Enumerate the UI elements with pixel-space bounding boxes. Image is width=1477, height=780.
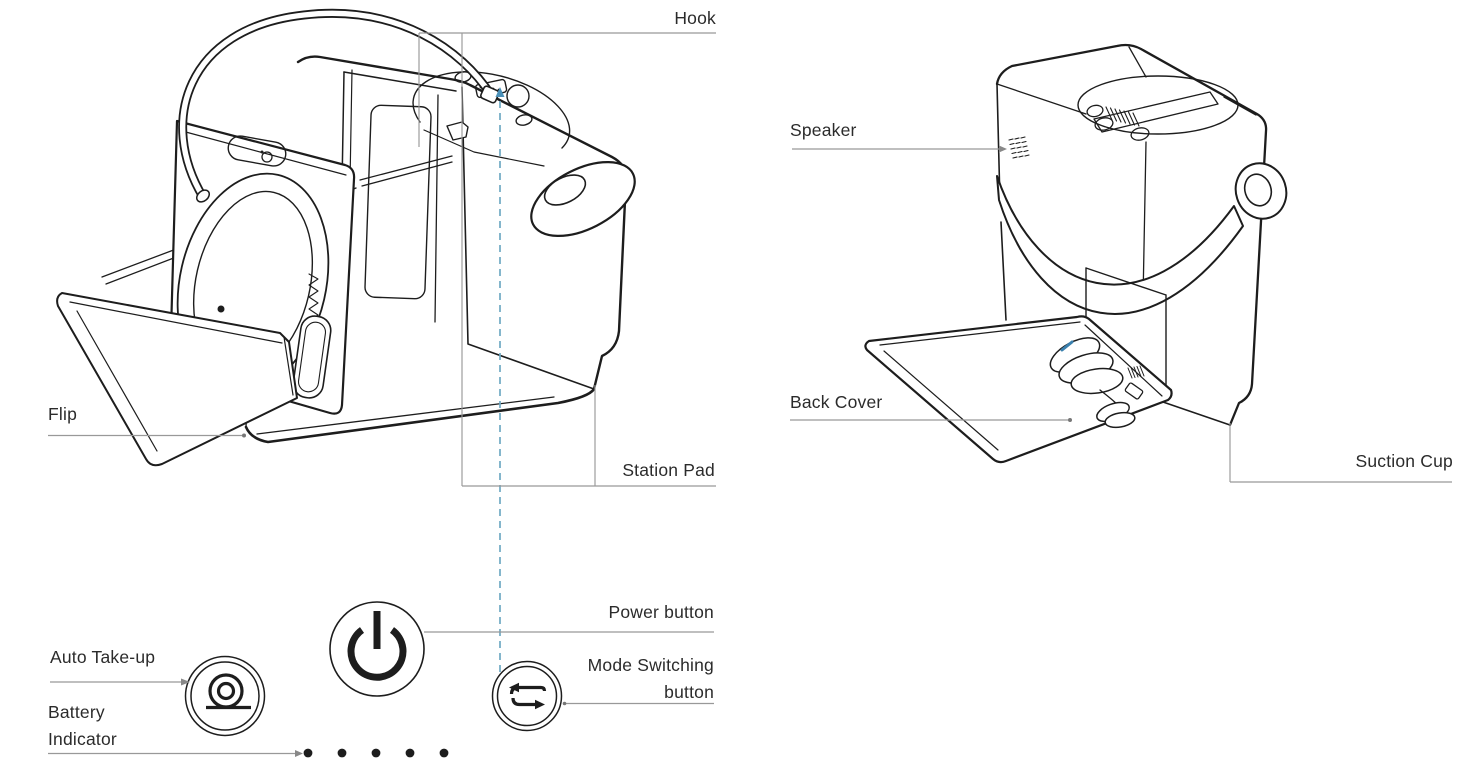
station-handle xyxy=(530,161,636,237)
suction-cup-label: Suction Cup xyxy=(1355,451,1453,471)
cable-tie-accent xyxy=(1060,340,1074,352)
suction-cup-callout-line xyxy=(1229,423,1452,483)
flip-label: Flip xyxy=(48,404,77,424)
power-icon xyxy=(347,611,407,681)
speaker-callout-line xyxy=(792,145,1007,153)
power-button xyxy=(329,601,425,697)
callout-lines xyxy=(48,32,1452,757)
auto-take-up-label: Auto Take-up xyxy=(50,647,156,667)
guide-arrow-icon xyxy=(495,87,505,97)
hook-part xyxy=(446,121,469,141)
back-cover-callout-line xyxy=(790,418,1072,422)
battery-indicator-callout-line xyxy=(48,750,303,757)
station-body xyxy=(101,55,628,444)
auto-take-up-coil-icon xyxy=(206,673,251,710)
speaker-label: Speaker xyxy=(790,120,857,140)
dashed-guide-line xyxy=(495,87,505,672)
mode-switching-button xyxy=(491,660,563,732)
rear-station-body xyxy=(995,43,1268,427)
back-cover-label: Back Cover xyxy=(790,392,883,412)
battery-indicator-dots xyxy=(303,748,449,758)
flip-panel xyxy=(56,292,298,467)
mode-switching-loop-icon xyxy=(509,682,547,710)
rear-station-handle xyxy=(996,162,1288,315)
mode-switching-button-label: Mode Switching button xyxy=(587,655,714,702)
button-detail-cluster xyxy=(184,601,563,758)
hose xyxy=(178,8,500,203)
cable-coil xyxy=(1049,337,1145,429)
battery-indicator-label: Battery Indicator xyxy=(48,702,117,749)
flip-callout-line xyxy=(48,433,246,438)
station-pad-label: Station Pad xyxy=(622,460,715,480)
auto-take-up-callout-line xyxy=(50,678,190,686)
auto-take-up-button xyxy=(184,655,266,737)
front-station-figure xyxy=(56,8,636,467)
wound-cable-hook xyxy=(1105,106,1140,127)
mode-switching-callout-line xyxy=(562,701,714,706)
hook-callout-line xyxy=(418,32,716,486)
speaker-grille xyxy=(1008,136,1030,159)
power-button-label: Power button xyxy=(608,602,714,622)
station-pad-callout-line xyxy=(462,385,716,487)
hook-label: Hook xyxy=(674,8,716,28)
rear-station-figure xyxy=(864,43,1288,464)
